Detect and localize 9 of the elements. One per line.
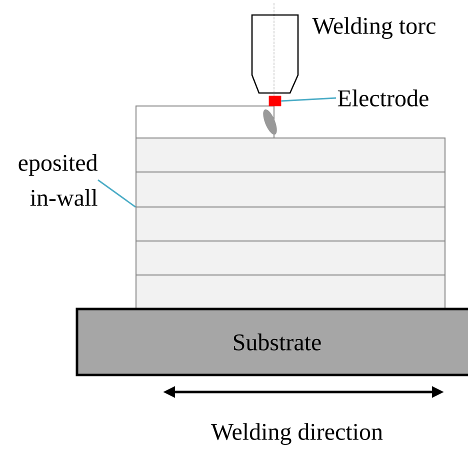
- leader-line: [98, 179, 136, 208]
- thin-wall-drawing: [136, 106, 446, 310]
- label-text: eposited in-wall: [18, 154, 98, 206]
- label-text: Electrode: [338, 90, 428, 106]
- caption-text: Welding direction: [211, 423, 383, 445]
- electrode: [268, 96, 282, 106]
- leader-line: [281, 97, 336, 102]
- label-text: Welding torc: [312, 17, 436, 39]
- substrate-block: Substrate: [76, 308, 468, 376]
